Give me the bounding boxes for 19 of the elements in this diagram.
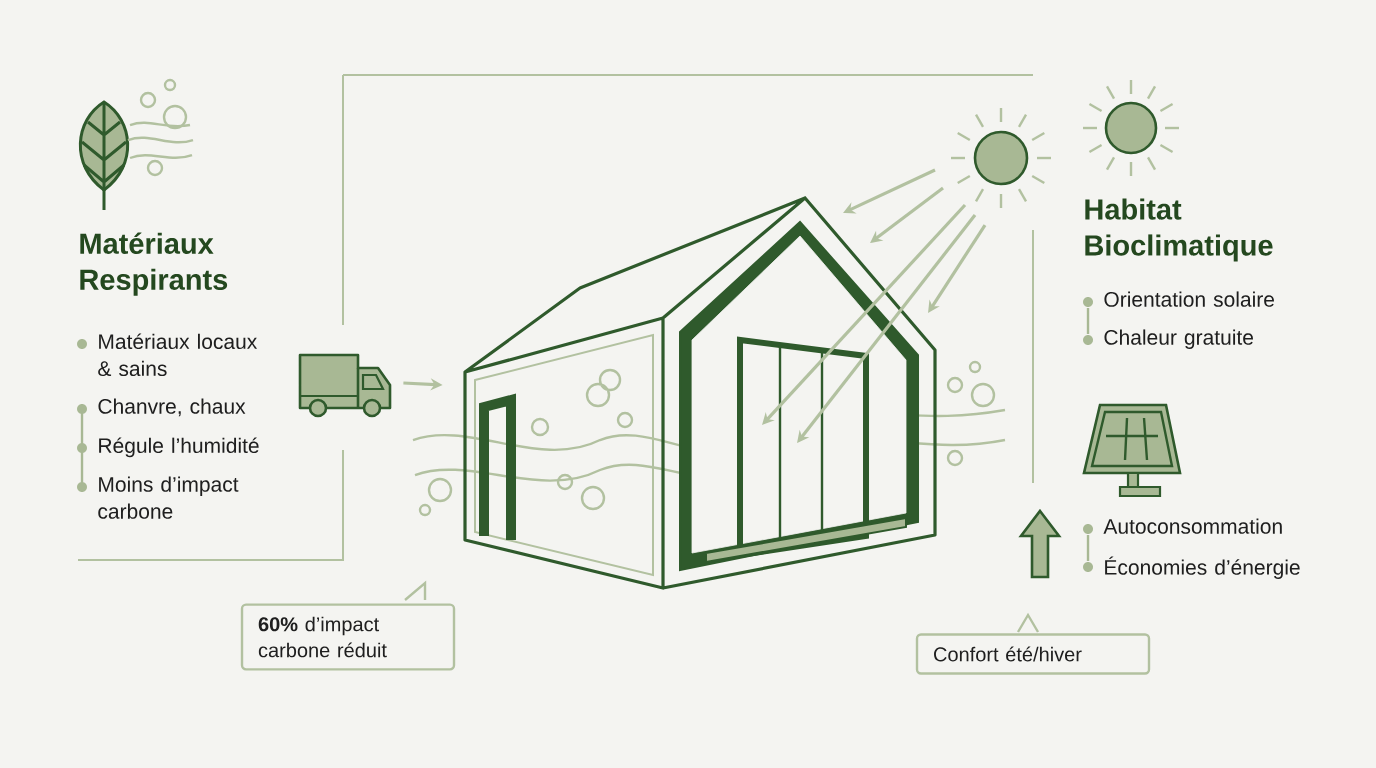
bullet-text: Autoconsommation [1103, 518, 1282, 534]
sun-icon [951, 108, 1051, 208]
truck-icon [298, 353, 392, 418]
bullet-text: Économies d’énergie [1105, 556, 1300, 579]
arrow [870, 186, 944, 243]
callout-box: 60% d’impact carbone réduit [240, 580, 456, 671]
arrow [928, 224, 987, 313]
bullet-text: Régule l’humidité [99, 437, 259, 458]
bullet-text: Moins d’impact carbone [98, 476, 239, 519]
bullet-text: Chanvre, chaux [98, 398, 246, 417]
section-heading: Matériaux Respirants [80, 232, 228, 296]
bullet-text: Matériaux locaux & sains [98, 333, 258, 377]
arrow [797, 214, 977, 443]
arrow [762, 203, 967, 425]
section-heading: Habitat Bioclimatique [1085, 198, 1273, 262]
bullet-text: Orientation solaire [1104, 291, 1274, 307]
bullet-text: Chaleur gratuite [1104, 329, 1253, 349]
house-drawing [463, 196, 937, 590]
callout-box: Confort été/hiver [915, 612, 1151, 675]
